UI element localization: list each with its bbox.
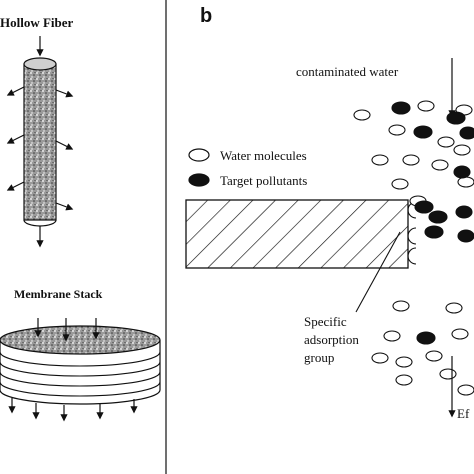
inflow-label: contaminated water	[296, 64, 399, 79]
hollow-fiber-label: Hollow Fiber	[0, 15, 74, 30]
outflow-label: Ef	[457, 406, 470, 421]
legend-water-label: Water molecules	[220, 148, 307, 163]
adsorption-label: Specific adsorption group	[304, 314, 359, 365]
adsorption-pointer	[355, 231, 401, 313]
legend-water-symbol	[188, 148, 210, 162]
adsorption-label-line-2: adsorption	[304, 332, 359, 347]
stack-outflow-arrows	[8, 398, 138, 422]
membrane-stack-label: Membrane Stack	[14, 287, 103, 301]
hollow-fiber-section: Hollow Fiber	[0, 15, 74, 248]
membrane-stack-body	[0, 340, 161, 405]
hollow-fiber-top	[23, 57, 57, 71]
panel-letter-b: b	[200, 5, 212, 27]
legend-pollutant-label: Target pollutants	[220, 173, 307, 188]
adsorption-label-line-1: Specific	[304, 314, 347, 329]
membrane-stack-layers	[0, 351, 161, 397]
pollutant-molecules	[391, 101, 474, 345]
legend-pollutant-symbol	[188, 173, 210, 187]
legend: Water molecules Target pollutants	[188, 148, 307, 188]
membrane-stack-top	[0, 325, 161, 355]
adsorbent-block	[185, 199, 409, 269]
hollow-fiber-cylinder	[23, 63, 57, 221]
stack-inflow-arrows	[34, 318, 100, 342]
adsorption-sites	[407, 201, 417, 265]
membrane-stack-section: Membrane Stack	[0, 287, 161, 422]
fiber-permeate-arrows	[6, 86, 74, 211]
adsorption-label-line-3: group	[304, 350, 334, 365]
